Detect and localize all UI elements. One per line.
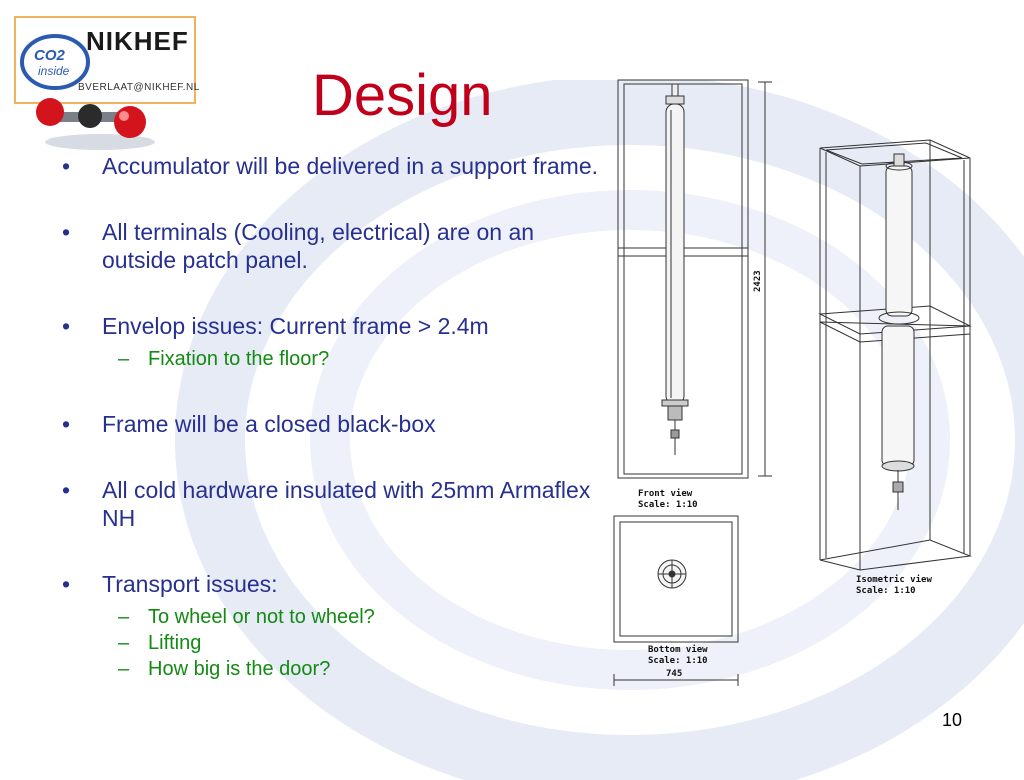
bullet-item: All cold hardware insulated with 25mm Ar… bbox=[58, 476, 598, 532]
nikhef-brand-text: NIKHEF bbox=[86, 26, 189, 56]
front-view bbox=[617, 79, 772, 479]
sub-bullet-item: Fixation to the floor? bbox=[102, 346, 598, 372]
bullet-list: Accumulator will be delivered in a suppo… bbox=[58, 152, 598, 720]
technical-drawing: 2423 Front view Scale: 1:10 Bottom view … bbox=[613, 79, 972, 686]
sub-bullet-item: Lifting bbox=[102, 630, 598, 656]
bullet-item: Envelop issues: Current frame > 2.4m Fix… bbox=[58, 312, 598, 372]
bottom-view-scale: Scale: 1:10 bbox=[648, 656, 708, 666]
bullet-text: Frame will be a closed black-box bbox=[102, 411, 436, 437]
inside-logo-text: inside bbox=[38, 64, 70, 78]
sub-bullet-item: To wheel or not to wheel? bbox=[102, 604, 598, 630]
bullet-item: All terminals (Cooling, electrical) are … bbox=[58, 218, 598, 274]
height-dimension: 2423 bbox=[753, 270, 763, 292]
bullet-text: Envelop issues: Current frame > 2.4m bbox=[102, 313, 489, 339]
iso-view-scale: Scale: 1:10 bbox=[856, 586, 916, 596]
bullet-text: Transport issues: bbox=[102, 571, 278, 597]
bullet-text: All terminals (Cooling, electrical) are … bbox=[102, 219, 535, 273]
nikhef-logo-box bbox=[14, 16, 196, 104]
iso-view-label: Isometric view bbox=[856, 574, 932, 585]
sub-bullet-item: How big is the door? bbox=[102, 656, 598, 682]
slide-title: Design bbox=[312, 63, 493, 128]
bullet-text: Accumulator will be delivered in a suppo… bbox=[102, 153, 599, 179]
page-number: 10 bbox=[941, 710, 962, 730]
sub-bullet-list: Fixation to the floor? bbox=[102, 346, 598, 372]
bottom-view bbox=[613, 515, 739, 686]
co2-molecule-icon bbox=[36, 98, 155, 150]
width-dimension: 745 bbox=[666, 669, 682, 679]
front-view-label: Front view bbox=[638, 488, 693, 499]
bullet-item: Frame will be a closed black-box bbox=[58, 410, 598, 438]
isometric-view bbox=[818, 139, 972, 571]
sub-bullet-list: To wheel or not to wheel? Lifting How bi… bbox=[102, 604, 598, 682]
co2-inside-logo: CO2 inside bbox=[20, 34, 90, 90]
bottom-view-label: Bottom view bbox=[648, 644, 708, 655]
bullet-text: All cold hardware insulated with 25mm Ar… bbox=[102, 477, 591, 531]
logo-email: BVERLAAT@NIKHEF.NL bbox=[78, 82, 200, 93]
bullet-item: Transport issues: To wheel or not to whe… bbox=[58, 570, 598, 682]
co2-logo-text: CO2 bbox=[34, 47, 66, 64]
front-view-scale: Scale: 1:10 bbox=[638, 500, 698, 510]
bullet-item: Accumulator will be delivered in a suppo… bbox=[58, 152, 598, 180]
